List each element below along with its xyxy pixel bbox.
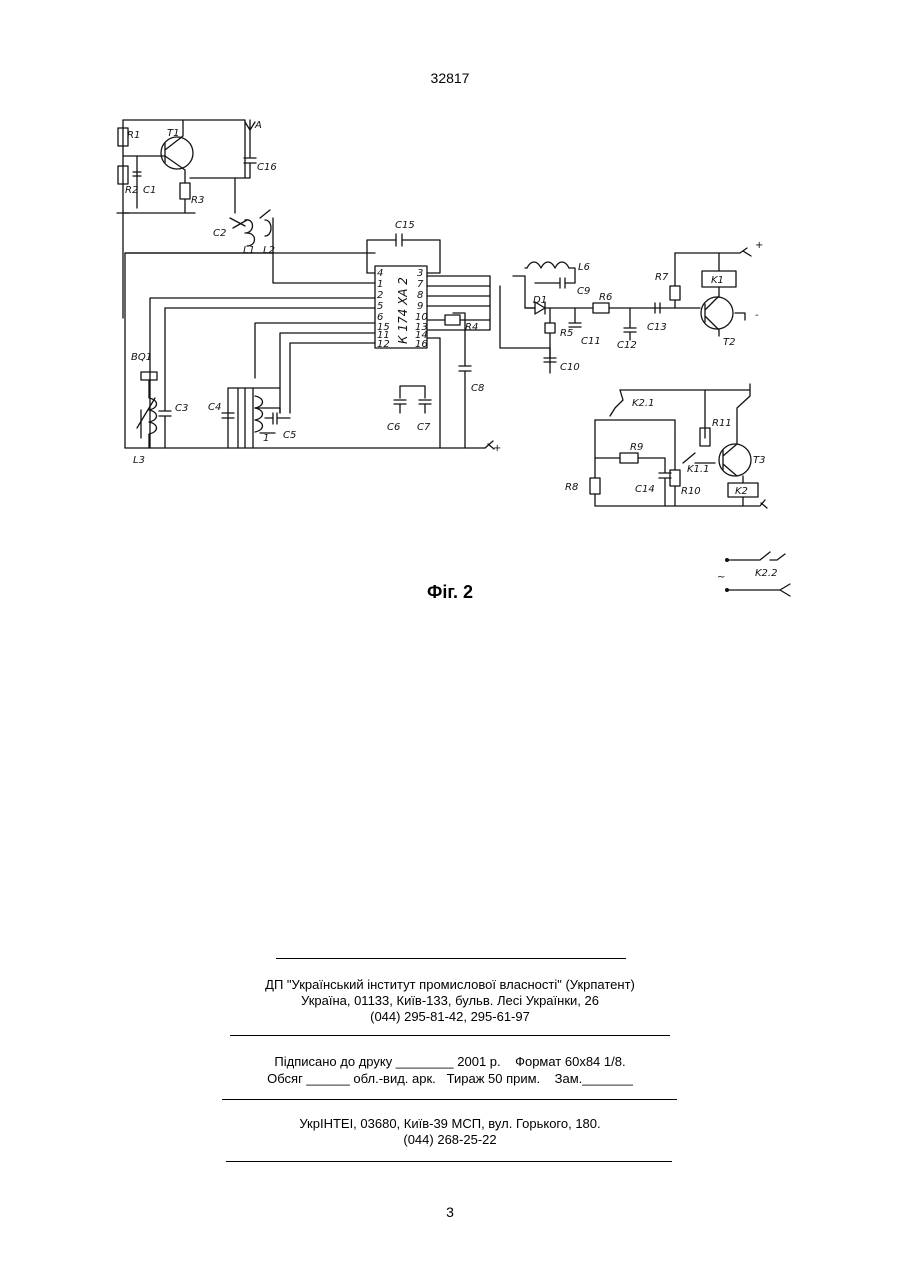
label-R8: R8 bbox=[565, 482, 578, 493]
label-L6: L6 bbox=[578, 262, 590, 273]
label-one: 1 bbox=[263, 433, 269, 444]
label-C12: C12 bbox=[617, 340, 637, 351]
label-K2: K2 bbox=[735, 486, 748, 497]
label-C15: C15 bbox=[395, 220, 415, 231]
k2-block: K2.1 R11 R9 T3 R8 C14 K1.1 R10 K2 bbox=[565, 384, 767, 508]
detector-block: L6 C9 D1 R6 R5 C11 C12 C13 C10 bbox=[513, 262, 675, 373]
chip-label: К 174 ХА 2 bbox=[396, 277, 410, 344]
publisher-name: ДП "Український інститут промислової вла… bbox=[0, 977, 900, 993]
pin-right: 9 bbox=[417, 301, 423, 312]
pin-right: 3 bbox=[417, 268, 423, 279]
ic-chip: К 174 ХА 2 4 1 2 5 6 15 11 12 3 7 8 9 10… bbox=[375, 266, 428, 350]
pin-left: 5 bbox=[377, 301, 383, 312]
print-info-line2: Обсяг ______ обл.-вид. арк. Тираж 50 при… bbox=[0, 1071, 900, 1087]
divider bbox=[226, 1161, 672, 1162]
label-K1-1: K1.1 bbox=[687, 464, 709, 475]
pin-left: 12 bbox=[377, 339, 390, 350]
label-C9: C9 bbox=[577, 286, 590, 297]
publisher-phones: (044) 295-81-42, 295-61-97 bbox=[0, 1009, 900, 1025]
resonator-block: BQ1 C3 L3 bbox=[125, 352, 485, 466]
pin-right: 8 bbox=[417, 290, 423, 301]
pin-left: 1 bbox=[377, 279, 383, 290]
publisher-address: Україна, 01133, Київ-133, бульв. Лесі Ук… bbox=[0, 993, 900, 1009]
relay-driver: R7 K1 T2 + - bbox=[655, 240, 763, 348]
label-L3: L3 bbox=[133, 455, 145, 466]
label-C6: C6 bbox=[387, 422, 400, 433]
label-R1: R1 bbox=[127, 130, 140, 141]
label-R6: R6 bbox=[599, 292, 612, 303]
pin-right: 7 bbox=[417, 279, 424, 290]
label-R5: R5 bbox=[560, 328, 573, 339]
label-C16: C16 bbox=[257, 162, 277, 173]
label-C14: C14 bbox=[635, 484, 655, 495]
antenna-block: A C16 bbox=[244, 120, 277, 178]
circuit-schematic: R1 T1 R2 C1 R3 A C16 C2 L1 L2 К 174 ХА 2… bbox=[105, 108, 795, 603]
label-K2-1: K2.1 bbox=[632, 398, 654, 409]
label-minus: - bbox=[755, 310, 759, 321]
label-C3: C3 bbox=[175, 403, 188, 414]
label-T2: T2 bbox=[723, 337, 735, 348]
label-C10: C10 bbox=[560, 362, 580, 373]
oscillator-block: R1 T1 R2 C1 R3 bbox=[117, 120, 245, 318]
pin-right: 16 bbox=[415, 339, 428, 350]
divider bbox=[222, 1099, 677, 1100]
label-BQ1: BQ1 bbox=[131, 352, 152, 363]
label-D1: D1 bbox=[533, 295, 547, 306]
label-plus: + bbox=[493, 443, 501, 454]
printer-phones: (044) 268-25-22 bbox=[0, 1132, 900, 1148]
page-number: 3 bbox=[0, 1204, 900, 1220]
pin-left: 2 bbox=[377, 290, 383, 301]
pin-left: 4 bbox=[377, 268, 383, 279]
label-R9: R9 bbox=[630, 442, 643, 453]
label-R11: R11 bbox=[712, 418, 732, 429]
label-K1: K1 bbox=[711, 275, 724, 286]
left-bus-wires bbox=[125, 218, 375, 448]
printer-address: УкрІНТЕІ, 03680, Київ-39 МСП, вул. Горьк… bbox=[0, 1116, 900, 1132]
label-C7: C7 bbox=[417, 422, 431, 433]
label-plus-top: + bbox=[755, 240, 763, 251]
input-coils: C2 L1 L2 bbox=[213, 178, 275, 256]
label-T1: T1 bbox=[167, 128, 179, 139]
label-C1: C1 bbox=[143, 185, 156, 196]
tank-block: C4 C5 1 bbox=[208, 388, 296, 448]
label-T3: T3 bbox=[753, 455, 765, 466]
label-C8: C8 bbox=[471, 383, 484, 394]
label-C4: C4 bbox=[208, 402, 221, 413]
divider bbox=[276, 958, 626, 959]
label-C5: C5 bbox=[283, 430, 296, 441]
divider bbox=[230, 1035, 670, 1036]
label-K2-2: K2.2 bbox=[755, 568, 777, 579]
c15-feedback: C15 bbox=[367, 220, 440, 273]
label-R3: R3 bbox=[191, 195, 204, 206]
label-C11: C11 bbox=[581, 336, 601, 347]
label-R2: R2 bbox=[125, 185, 138, 196]
label-C13: C13 bbox=[647, 322, 667, 333]
label-L1: L1 bbox=[243, 245, 255, 256]
document-number: 32817 bbox=[0, 70, 900, 86]
label-R7: R7 bbox=[655, 272, 669, 283]
print-info-line1: Підписано до друку ________ 2001 р. Форм… bbox=[0, 1054, 900, 1070]
label-R4: R4 bbox=[465, 322, 478, 333]
right-bus-wires bbox=[427, 276, 550, 348]
label-antenna-A: A bbox=[254, 120, 262, 131]
figure-caption: Фіг. 2 bbox=[0, 582, 900, 603]
label-R10: R10 bbox=[681, 486, 701, 497]
label-C2: C2 bbox=[213, 228, 226, 239]
